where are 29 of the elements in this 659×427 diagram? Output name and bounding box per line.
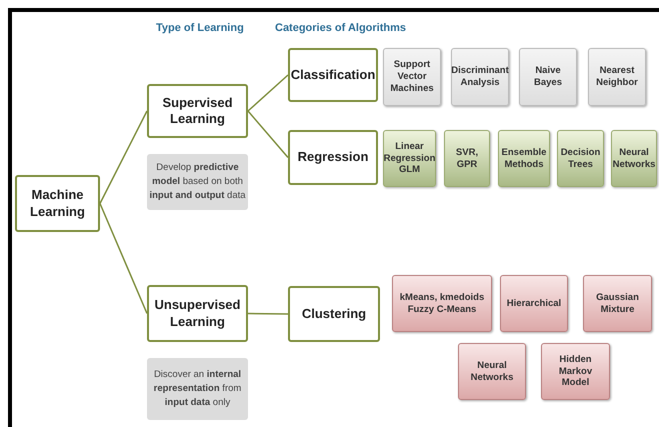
connector-line: [99, 203, 148, 314]
algorithm-box: Nearest Neighbor: [588, 48, 646, 106]
algorithm-box: SVR, GPR: [444, 130, 490, 187]
algorithm-box: Decision Trees: [557, 130, 604, 187]
algorithm-box: Discriminant Analysis: [451, 48, 509, 106]
root-box: Machine Learning: [15, 175, 100, 232]
connector-line: [248, 74, 288, 112]
learning-type-box: Supervised Learning: [147, 84, 248, 138]
category-box: Regression: [288, 130, 378, 185]
algorithm-box: Neural Networks: [458, 343, 526, 400]
connector-line: [247, 110, 289, 158]
algorithm-box: Support Vector Machines: [383, 48, 441, 106]
algorithm-box: Linear Regression GLM: [383, 130, 436, 187]
learning-type-box: Unsupervised Learning: [147, 285, 248, 342]
algorithm-box: Hidden Markov Model: [541, 343, 610, 400]
note-box: Discover an internal representation from input data only: [147, 358, 248, 420]
algorithm-box: Ensemble Methods: [498, 130, 550, 187]
algorithm-box: Naive Bayes: [519, 48, 577, 106]
connector-line: [248, 312, 288, 315]
algorithm-box: Neural Networks: [611, 130, 657, 187]
column-heading: Type of Learning: [156, 22, 244, 34]
category-box: Classification: [288, 48, 378, 102]
algorithm-box: Gaussian Mixture: [583, 275, 652, 332]
category-box: Clustering: [288, 286, 380, 342]
algorithm-box: Hierarchical: [500, 275, 568, 332]
connector-line: [99, 110, 148, 204]
column-heading: Categories of Algorithms: [275, 22, 406, 34]
note-box: Develop predictive model based on both input and output data: [147, 154, 248, 210]
algorithm-box: kMeans, kmedoids Fuzzy C-Means: [392, 275, 492, 332]
